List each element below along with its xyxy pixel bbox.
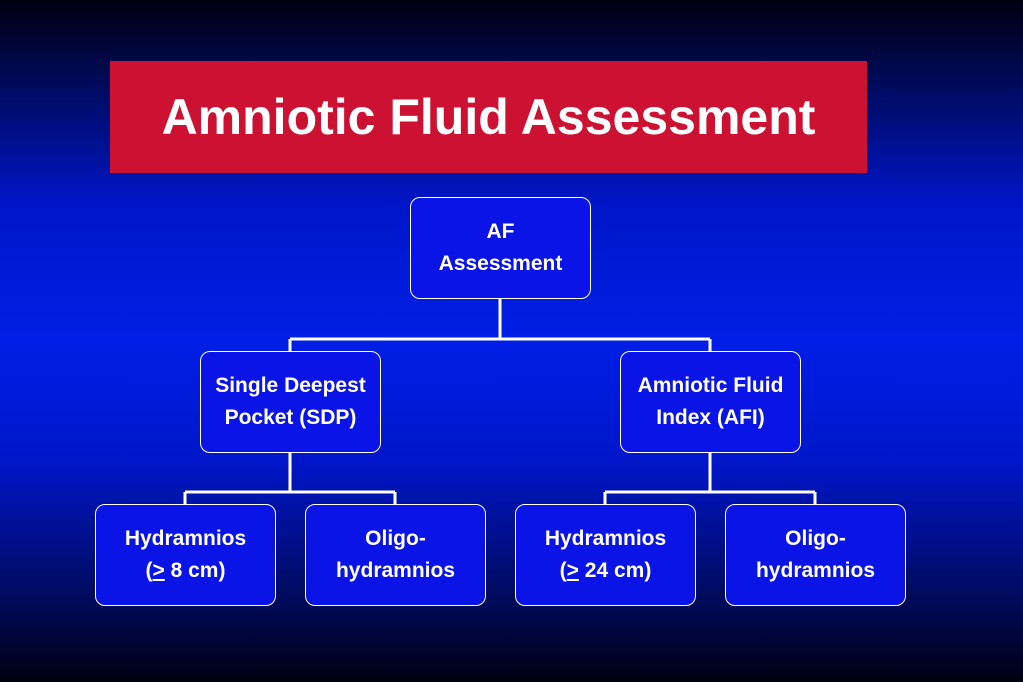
node-af-assessment: AF Assessment bbox=[410, 197, 591, 299]
node-label-line1: Single Deepest bbox=[215, 374, 366, 397]
threshold-symbol: > bbox=[566, 559, 579, 582]
threshold-open: ( bbox=[559, 559, 567, 582]
node-label-line2: hydramnios bbox=[335, 559, 456, 582]
node-sdp-hydramnios: Hydramnios (> 8 cm) bbox=[95, 504, 276, 606]
threshold-symbol: > bbox=[152, 559, 165, 582]
node-label-line1: AF bbox=[486, 220, 515, 243]
node-label-line2: Index (AFI) bbox=[656, 406, 765, 429]
node-afi-oligohydramnios: Oligo- hydramnios bbox=[725, 504, 906, 606]
node-label-line2: hydramnios bbox=[755, 559, 876, 582]
node-label-threshold: (> 8 cm) bbox=[146, 555, 226, 587]
node-label-line2: Assessment bbox=[438, 252, 563, 275]
node-single-deepest-pocket: Single Deepest Pocket (SDP) bbox=[200, 351, 381, 453]
node-label-line1: Oligo- bbox=[785, 527, 846, 550]
title-banner: Amniotic Fluid Assessment bbox=[110, 61, 867, 173]
threshold-value: 8 cm) bbox=[164, 559, 226, 582]
node-label-line2: Pocket (SDP) bbox=[224, 406, 357, 429]
node-sdp-oligohydramnios: Oligo- hydramnios bbox=[305, 504, 486, 606]
node-label-line1: Hydramnios bbox=[124, 527, 247, 550]
node-label-threshold: (> 24 cm) bbox=[560, 555, 652, 587]
node-label-line1: Oligo- bbox=[365, 527, 426, 550]
threshold-open: ( bbox=[145, 559, 153, 582]
node-label-line1: Amniotic Fluid bbox=[637, 374, 784, 397]
node-label-line1: Hydramnios bbox=[544, 527, 667, 550]
slide-title: Amniotic Fluid Assessment bbox=[161, 89, 816, 145]
threshold-value: 24 cm) bbox=[578, 559, 652, 582]
node-afi-hydramnios: Hydramnios (> 24 cm) bbox=[515, 504, 696, 606]
node-amniotic-fluid-index: Amniotic Fluid Index (AFI) bbox=[620, 351, 801, 453]
